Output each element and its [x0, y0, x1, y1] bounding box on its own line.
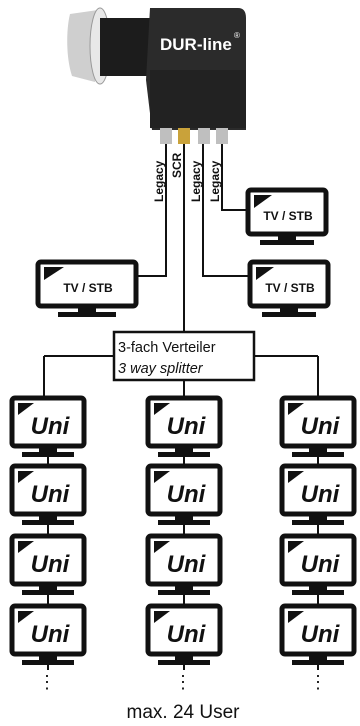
tv-stb-label: TV / STB — [265, 281, 315, 295]
tv-stb-label: TV / STB — [63, 281, 113, 295]
uni-logo-label: Uni — [301, 413, 341, 440]
uni-monitor: Uni — [279, 463, 357, 525]
cable-legacy-2 — [202, 144, 250, 277]
lnb-brand-label: DUR-line — [160, 35, 232, 54]
cable-legacy-1 — [138, 144, 167, 277]
footer-max-users: max. 24 User — [127, 702, 241, 723]
uni-monitor: Uni — [9, 395, 87, 457]
lnb-connector — [160, 128, 172, 144]
uni-monitor: Uni — [9, 463, 87, 525]
lnb-connector — [216, 128, 228, 144]
splitter-label-en: 3 way splitter — [118, 361, 204, 377]
continuation-dots-2: ⋮ — [174, 672, 192, 692]
uni-monitor: Uni — [9, 603, 87, 665]
tv-stb-label: TV / STB — [263, 209, 313, 223]
cable-legacy-3 — [221, 144, 248, 211]
continuation-dots-1: ⋮ — [38, 672, 56, 692]
lnb-brand-mark: ® — [234, 31, 240, 40]
splitter: 3-fach Verteiler 3 way splitter — [43, 330, 319, 396]
cable-label-legacy-1: Legacy — [152, 160, 166, 202]
uni-monitor: Uni — [279, 603, 357, 665]
tv-stb-right-bottom: TV / STB — [247, 259, 331, 317]
uni-logo-label: Uni — [301, 551, 341, 578]
splitter-box — [112, 330, 256, 382]
cable-label-scr: SCR — [170, 152, 184, 178]
uni-logo-label: Uni — [31, 621, 71, 648]
cables — [138, 144, 250, 332]
uni-monitor: Uni — [279, 395, 357, 457]
uni-logo-label: Uni — [167, 481, 207, 508]
uni-monitor: Uni — [9, 533, 87, 595]
lnb-feed-cap — [67, 10, 98, 82]
uni-monitor: Uni — [145, 603, 223, 665]
uni-monitor: Uni — [145, 395, 223, 457]
continuation-dots-3: ⋮ — [309, 672, 327, 692]
tv-stb-left: TV / STB — [35, 259, 139, 317]
lnb-housing-shade — [150, 70, 246, 128]
cable-label-legacy-3: Legacy — [208, 160, 222, 202]
tv-stb-right-top: TV / STB — [245, 187, 329, 245]
lnb-device: DUR-line ® — [67, 7, 246, 144]
uni-logo-label: Uni — [301, 481, 341, 508]
uni-logo-label: Uni — [31, 551, 71, 578]
splitter-bus — [43, 355, 319, 396]
lnb-connector — [178, 128, 190, 144]
uni-logo-label: Uni — [31, 413, 71, 440]
uni-logo-label: Uni — [31, 481, 71, 508]
uni-monitor: Uni — [145, 533, 223, 595]
cable-label-legacy-2: Legacy — [189, 160, 203, 202]
uni-logo-label: Uni — [301, 621, 341, 648]
uni-monitor: Uni — [145, 463, 223, 525]
splitter-label-de: 3-fach Verteiler — [118, 340, 216, 356]
uni-logo-label: Uni — [167, 551, 207, 578]
uni-monitor: Uni — [279, 533, 357, 595]
uni-logo-label: Uni — [167, 413, 207, 440]
uni-logo-label: Uni — [167, 621, 207, 648]
lnb-neck — [100, 18, 155, 76]
lnb-connector — [198, 128, 210, 144]
